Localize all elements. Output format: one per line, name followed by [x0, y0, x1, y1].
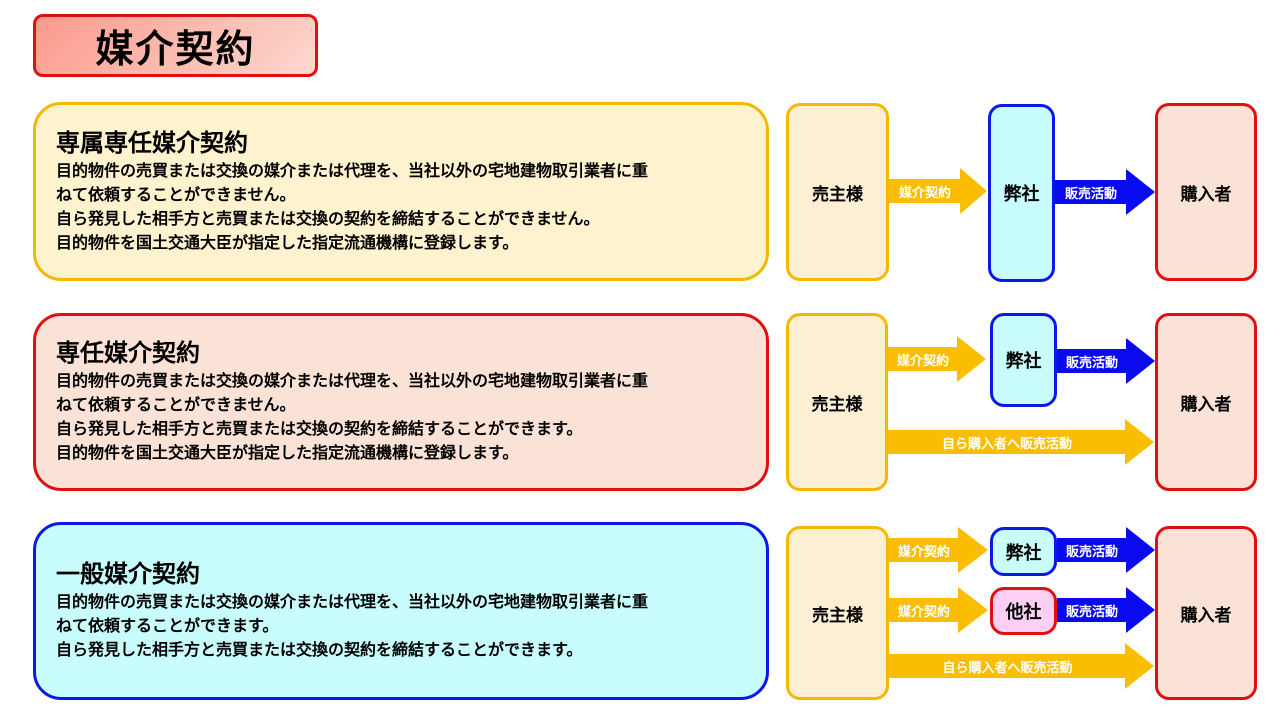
other-company-node: 他社 — [990, 587, 1057, 635]
contract-line: ねて依頼することができます。 — [56, 616, 279, 635]
contract-arrow: 媒介契約 — [888, 336, 986, 382]
arrow-shaft: 自ら購入者へ販売活動 — [888, 430, 1126, 454]
direct-sales-arrow: 自ら購入者へ販売活動 — [888, 419, 1154, 465]
arrow-head — [960, 168, 987, 214]
seller-label: 売主様 — [812, 184, 863, 205]
buyer-node: 購入者 — [1155, 103, 1257, 281]
arrow-shaft: 販売活動 — [1057, 598, 1127, 622]
arrow-head — [1125, 643, 1154, 689]
sales-arrow: 販売活動 — [1055, 169, 1155, 215]
seller-label: 売主様 — [812, 605, 863, 626]
buyer-label: 購入者 — [1180, 605, 1232, 626]
contract-line: ねて依頼することができません。 — [56, 395, 296, 414]
arrow-shaft: 媒介契約 — [888, 347, 958, 371]
contract-arrow-other: 媒介契約 — [889, 587, 988, 633]
arrow-head — [958, 587, 988, 633]
arrow-shaft: 販売活動 — [1055, 180, 1127, 204]
arrow-head — [1125, 419, 1154, 465]
arrow-shaft: 媒介契約 — [889, 598, 959, 622]
contract-line: ねて依頼することができません。 — [56, 184, 296, 204]
contract-line: 目的物件を国土交通大臣が指定した指定流通機構に登録します。 — [56, 232, 519, 252]
arrow-head — [1126, 338, 1155, 384]
company-label: 弊社 — [1003, 184, 1040, 205]
sales-arrow: 販売活動 — [1057, 527, 1155, 573]
arrow-shaft: 販売活動 — [1057, 538, 1127, 562]
contract-line: 自ら発見した相手方と売買または交換の契約を締結することができません。 — [56, 208, 600, 228]
arrow-shaft: 媒介契約 — [889, 538, 959, 562]
buyer-label: 購入者 — [1180, 394, 1232, 415]
arrow-label: 販売活動 — [1065, 544, 1118, 560]
contract-name: 専任媒介契約 — [56, 339, 200, 367]
seller-node: 売主様 — [786, 103, 889, 281]
arrow-shaft: 自ら購入者へ販売活動 — [889, 654, 1126, 678]
contract-arrow: 媒介契約 — [889, 168, 987, 214]
arrow-label: 販売活動 — [1065, 604, 1118, 620]
contract-line: 目的物件の売買または交換の媒介または代理を、当社以外の宅地建物取引業者に重 — [56, 592, 649, 611]
arrow-label: 媒介契約 — [897, 604, 950, 620]
arrow-label: 販売活動 — [1065, 355, 1118, 371]
arrow-label: 販売活動 — [1064, 186, 1117, 202]
sales-arrow-other: 販売活動 — [1057, 587, 1155, 633]
company-label: 弊社 — [1005, 542, 1042, 564]
seller-node: 売主様 — [786, 313, 888, 491]
arrow-head — [1126, 527, 1155, 573]
arrow-label: 自ら購入者へ販売活動 — [942, 660, 1073, 676]
contract-line: 目的物件を国土交通大臣が指定した指定流通機構に登録します。 — [56, 443, 519, 462]
contract-name: 一般媒介契約 — [56, 560, 200, 588]
page-title-box: 媒介契約 — [33, 14, 318, 77]
buyer-label: 購入者 — [1180, 184, 1232, 205]
company-label: 弊社 — [1005, 351, 1042, 372]
arrow-shaft: 販売活動 — [1057, 349, 1127, 373]
company-node: 弊社 — [990, 527, 1057, 576]
contract-line: 目的物件の売買または交換の媒介または代理を、当社以外の宅地建物取引業者に重 — [56, 371, 649, 390]
buyer-node: 購入者 — [1155, 313, 1257, 491]
contract-description-exclusive-dedicated: 専属専任媒介契約 目的物件の売買または交換の媒介または代理を、当社以外の宅地建物… — [33, 102, 769, 281]
company-node: 弊社 — [990, 313, 1057, 407]
contract-description-dedicated: 専任媒介契約 目的物件の売買または交換の媒介または代理を、当社以外の宅地建物取引… — [33, 313, 769, 491]
buyer-node: 購入者 — [1155, 526, 1257, 700]
arrow-label: 媒介契約 — [896, 353, 949, 369]
seller-node: 売主様 — [786, 526, 889, 700]
contract-line: 自ら発見した相手方と売買または交換の契約を締結することができます。 — [56, 419, 583, 438]
arrow-label: 媒介契約 — [898, 185, 951, 201]
company-node: 弊社 — [988, 104, 1055, 282]
seller-label: 売主様 — [811, 394, 863, 415]
arrow-label: 自ら購入者へ販売活動 — [941, 436, 1072, 452]
page-title: 媒介契約 — [95, 27, 256, 71]
arrow-head — [957, 336, 986, 382]
contract-description-general: 一般媒介契約 目的物件の売買または交換の媒介または代理を、当社以外の宅地建物取引… — [33, 522, 769, 700]
arrow-shaft: 媒介契約 — [889, 179, 961, 203]
contract-name: 専属専任媒介契約 — [56, 128, 248, 157]
contract-line: 目的物件の売買または交換の媒介または代理を、当社以外の宅地建物取引業者に重 — [56, 160, 649, 180]
arrow-head — [1126, 587, 1155, 633]
contract-arrow: 媒介契約 — [889, 527, 988, 573]
arrow-head — [958, 527, 988, 573]
arrow-label: 媒介契約 — [897, 544, 950, 560]
direct-sales-arrow: 自ら購入者へ販売活動 — [889, 643, 1154, 689]
other-company-label: 他社 — [1005, 602, 1042, 623]
contract-line: 自ら発見した相手方と売買または交換の契約を締結することができます。 — [56, 640, 583, 659]
arrow-head — [1126, 169, 1155, 215]
sales-arrow: 販売活動 — [1057, 338, 1155, 384]
